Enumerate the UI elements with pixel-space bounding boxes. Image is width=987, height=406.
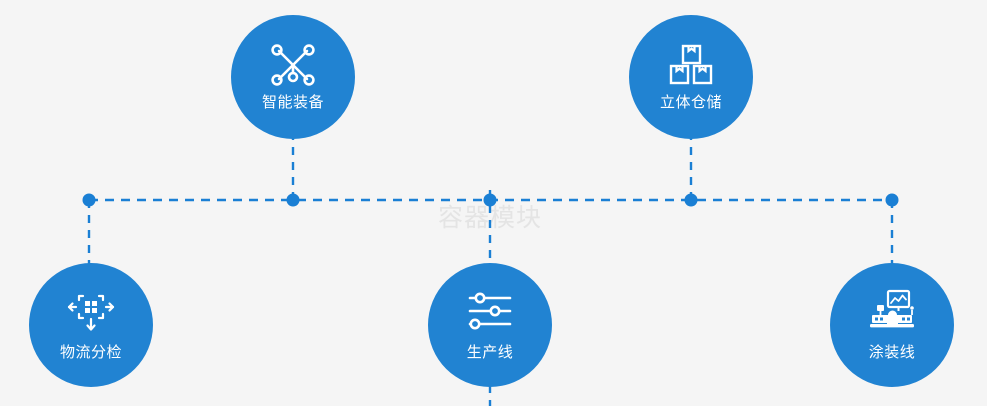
factory-machine-icon [866, 288, 918, 334]
sliders-icon [464, 288, 516, 334]
sorting-arrows-icon [65, 288, 117, 334]
joint-dot-sorting [82, 193, 96, 207]
node-painting[interactable]: 涂装线 [830, 263, 954, 387]
joint-dot-production [483, 193, 497, 207]
node-label-smart-equipment: 智能装备 [261, 94, 324, 111]
stacked-boxes-icon [665, 42, 717, 88]
node-smart-equipment[interactable]: 智能装备 [231, 15, 355, 139]
node-label-production: 生产线 [466, 344, 514, 361]
node-label-warehouse: 立体仓储 [659, 94, 722, 111]
node-label-painting: 涂装线 [868, 344, 916, 361]
node-label-sorting: 物流分检 [59, 344, 122, 361]
node-production[interactable]: 生产线 [428, 263, 552, 387]
joint-dot-warehouse [684, 193, 698, 207]
node-warehouse[interactable]: 立体仓储 [629, 15, 753, 139]
joint-dot-painting [885, 193, 899, 207]
network-nodes-icon [267, 42, 319, 88]
joint-dot-smart-equipment [286, 193, 300, 207]
node-sorting[interactable]: 物流分检 [29, 263, 153, 387]
